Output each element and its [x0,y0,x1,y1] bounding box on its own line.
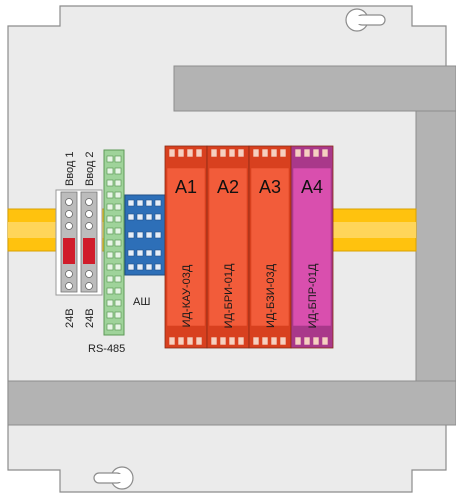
input-terminals [55,189,103,296]
rs485-terminal [103,149,125,336]
module-a2 [206,145,250,349]
label-ash: АШ [133,296,150,308]
cable-duct-top [173,65,456,112]
label-voltage1: 24В [64,308,76,328]
fuse-input1 [63,238,75,264]
module-a4 [290,145,334,349]
module-a3 [248,145,292,349]
module-code-a1: A1 [175,177,197,197]
module-code-a2: A2 [217,177,239,197]
module-name-a4: ИД-БПР-01Д [307,263,319,328]
label-voltage2: 24В [84,308,96,328]
cable-duct-bottom [7,380,456,426]
module-a1 [164,145,208,349]
module-code-a3: A3 [259,177,281,197]
module-name-a3: ИД-БЗИ-03Д [265,263,277,328]
cable-duct-right [415,110,456,382]
keyhole-bottom [93,466,134,490]
module-code-a4: A4 [301,177,323,197]
keyhole-top [345,8,386,32]
label-input2: Ввод 2 [84,151,96,186]
module-name-a2: ИД-БРИ-01Д [223,263,235,328]
module-name-a1: ИД-КАУ-03Д [181,264,193,327]
fuse-input2 [83,238,95,264]
label-rs485: RS-485 [88,343,125,355]
ash-terminal [124,194,166,276]
label-input1: Ввод 1 [64,151,76,186]
